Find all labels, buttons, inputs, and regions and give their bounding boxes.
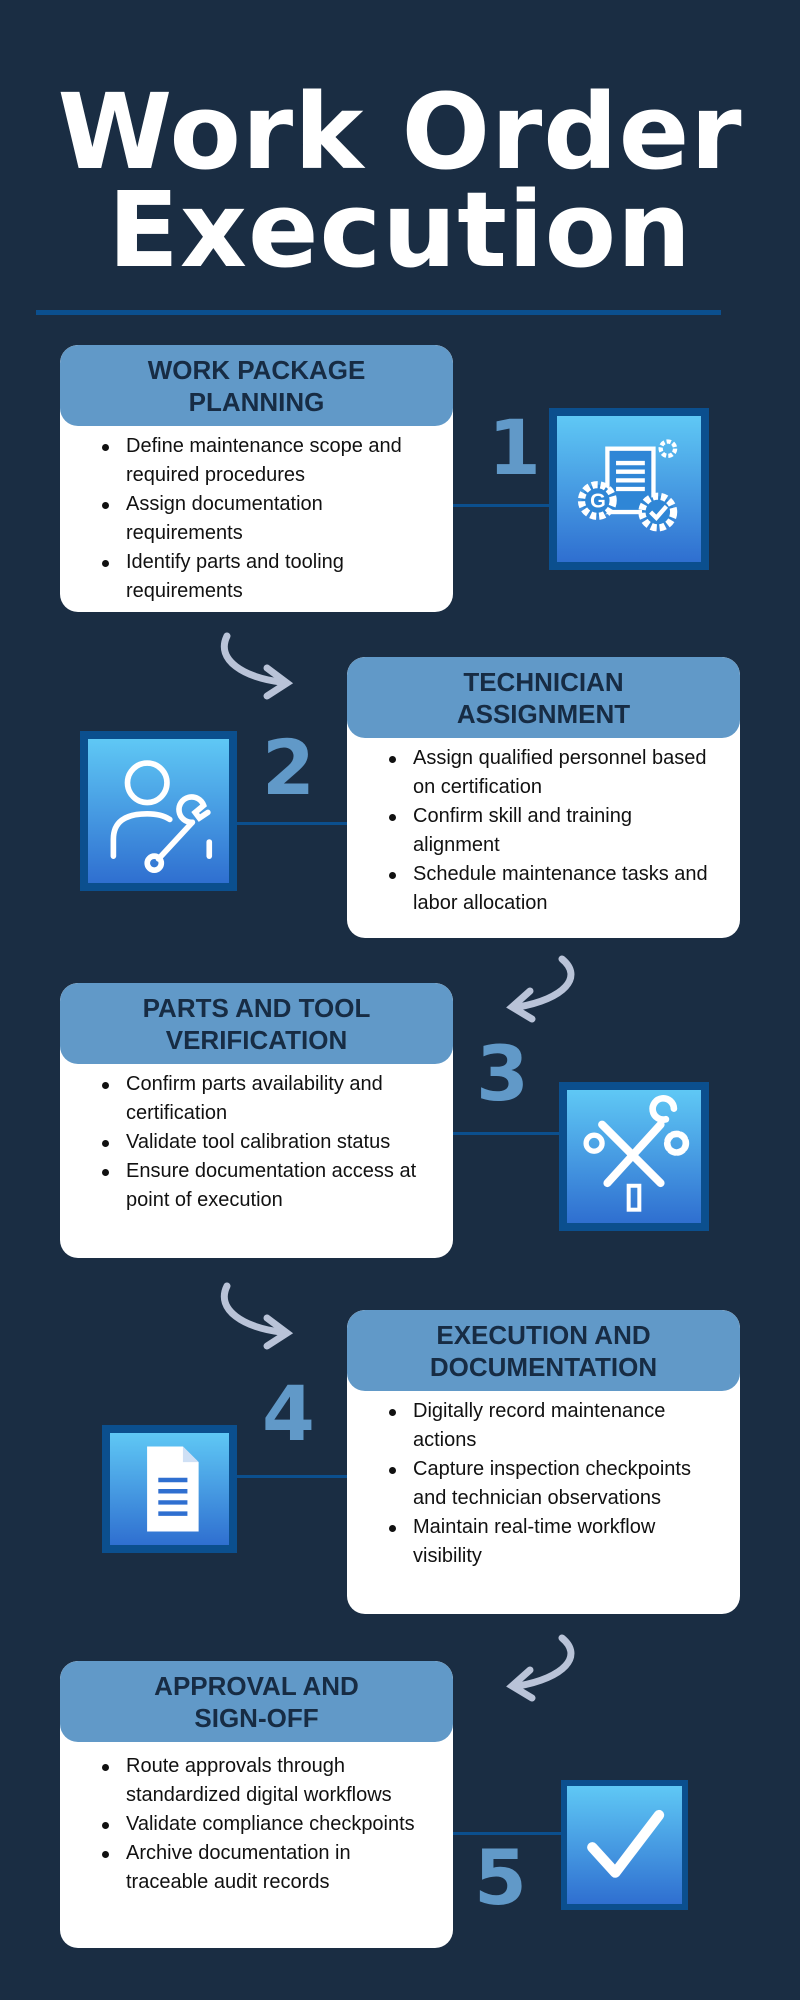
page-title-line2: Execution — [107, 169, 693, 291]
technician-wrench-icon — [80, 731, 237, 891]
bullet: Identify parts and tooling requirements — [102, 548, 433, 606]
step-heading: APPROVAL AND SIGN-OFF — [60, 1661, 453, 1742]
bullet: Capture inspection checkpoints and techn… — [389, 1455, 720, 1513]
step-heading: PARTS AND TOOL VERIFICATION — [60, 983, 453, 1064]
bullet: Confirm parts availability and certifica… — [102, 1070, 433, 1128]
curved-arrow-icon — [221, 632, 294, 700]
svg-text:G: G — [590, 491, 606, 513]
document-icon — [102, 1425, 237, 1553]
page-title-line1: Work Order — [57, 71, 743, 193]
bullet: Define maintenance scope and required pr… — [102, 432, 433, 490]
bullet: Validate tool calibration status — [102, 1128, 433, 1157]
step-heading: EXECUTION AND DOCUMENTATION — [347, 1310, 740, 1391]
connector-line — [432, 1132, 560, 1135]
bullet: Digitally record maintenance actions — [389, 1397, 720, 1455]
step-number: 2 — [262, 723, 315, 812]
bullet: Schedule maintenance tasks and labor all… — [389, 860, 720, 918]
step-card-1: WORK PACKAGE PLANNING Define maintenance… — [60, 345, 453, 612]
step-card-5: APPROVAL AND SIGN-OFF Route approvals th… — [60, 1661, 453, 1948]
checkmark-icon — [561, 1780, 688, 1910]
curved-arrow-icon — [221, 1282, 294, 1350]
step-heading: WORK PACKAGE PLANNING — [60, 345, 453, 426]
curved-arrow-icon — [506, 955, 575, 1023]
document-gears-icon: G — [549, 408, 709, 570]
bullet: Assign qualified personnel based on cert… — [389, 744, 720, 802]
bullet: Maintain real-time workflow visibility — [389, 1513, 720, 1571]
bullet: Assign documentation requirements — [102, 490, 433, 548]
step-card-2: TECHNICIAN ASSIGNMENT Assign qualified p… — [347, 657, 740, 938]
bullet: Confirm skill and training alignment — [389, 802, 720, 860]
step-number: 5 — [474, 1833, 527, 1922]
connector-line — [237, 1475, 361, 1478]
bullet: Archive documentation in traceable audit… — [102, 1839, 433, 1897]
curved-arrow-icon — [506, 1634, 575, 1702]
title-divider — [36, 310, 721, 315]
step-card-4: EXECUTION AND DOCUMENTATION Digitally re… — [347, 1310, 740, 1614]
step-number: 3 — [476, 1029, 529, 1118]
step-number: 4 — [262, 1369, 315, 1458]
bullet: Validate compliance checkpoints — [102, 1810, 433, 1839]
connector-line — [237, 822, 361, 825]
connector-line — [432, 1832, 562, 1835]
tools-icon — [559, 1082, 709, 1231]
step-card-3: PARTS AND TOOL VERIFICATION Confirm part… — [60, 983, 453, 1258]
bullet: Route approvals through standardized dig… — [102, 1752, 433, 1810]
step-heading: TECHNICIAN ASSIGNMENT — [347, 657, 740, 738]
connector-line — [432, 504, 550, 507]
step-number: 1 — [488, 403, 541, 492]
bullet: Ensure documentation access at point of … — [102, 1157, 433, 1215]
